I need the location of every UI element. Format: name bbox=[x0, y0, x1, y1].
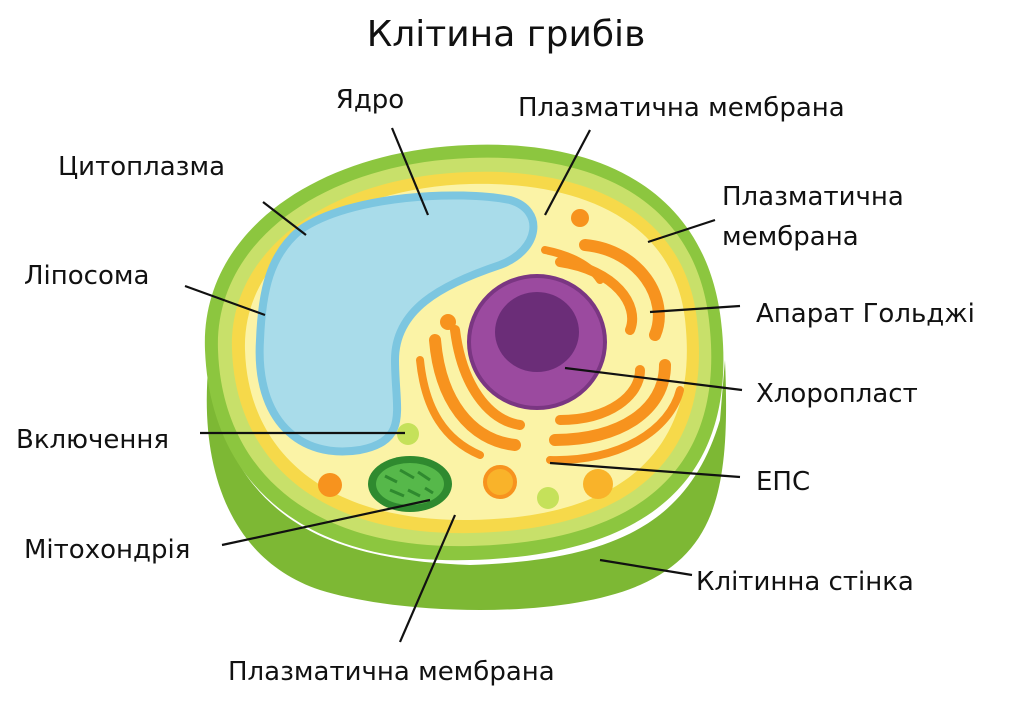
leader-lines bbox=[184, 127, 743, 643]
vesicle-6 bbox=[583, 469, 613, 499]
vesicle-1 bbox=[571, 209, 589, 227]
label-inclusion: Включення bbox=[16, 425, 169, 455]
vesicle-5 bbox=[537, 487, 559, 509]
leader-cytoplasm bbox=[262, 201, 307, 236]
vesicle-2 bbox=[440, 314, 456, 330]
label-mitochondria: Мітохондрія bbox=[24, 535, 190, 565]
label-membrane-right-line2: мембрана bbox=[722, 222, 859, 252]
label-golgi: Апарат Гольджі bbox=[756, 299, 975, 329]
label-eps: ЕПС bbox=[756, 467, 810, 497]
diagram-title: Клітина грибів bbox=[367, 14, 646, 55]
vesicle-4 bbox=[483, 465, 517, 499]
cell-wall-side bbox=[206, 360, 727, 610]
leader-membrane-top bbox=[544, 129, 591, 216]
leader-chloroplast bbox=[564, 366, 743, 392]
leader-membrane-right bbox=[647, 218, 716, 244]
leader-nucleus bbox=[390, 127, 430, 216]
label-membrane-right-line1: Плазматична bbox=[722, 182, 904, 212]
label-liposome: Ліпосома bbox=[24, 261, 149, 291]
golgi-apparatus bbox=[541, 239, 665, 341]
nucleolus bbox=[495, 292, 579, 372]
label-membrane-bottom: Плазматична мембрана bbox=[228, 657, 555, 687]
inclusion-dot bbox=[397, 423, 419, 445]
leader-eps bbox=[549, 461, 741, 479]
liposome-vacuole bbox=[255, 191, 538, 456]
mitochondria bbox=[368, 456, 452, 512]
leader-mitochondria bbox=[221, 498, 431, 547]
er-left bbox=[416, 325, 525, 459]
label-chloroplast: Хлоропласт bbox=[756, 379, 918, 409]
labels: Ядро Плазматична мембрана Цитоплазма Пла… bbox=[16, 85, 975, 687]
label-cell-wall: Клітинна стінка bbox=[696, 567, 914, 597]
label-membrane-top: Плазматична мембрана bbox=[518, 93, 845, 123]
leader-cell-wall bbox=[599, 558, 693, 577]
leader-liposome bbox=[184, 284, 266, 317]
leader-golgi bbox=[649, 304, 741, 314]
vesicle-3 bbox=[318, 473, 342, 497]
leader-membrane-bottom bbox=[398, 514, 457, 643]
cell-illustration bbox=[204, 144, 727, 610]
label-cytoplasm: Цитоплазма bbox=[58, 152, 225, 182]
label-nucleus: Ядро bbox=[336, 85, 404, 115]
